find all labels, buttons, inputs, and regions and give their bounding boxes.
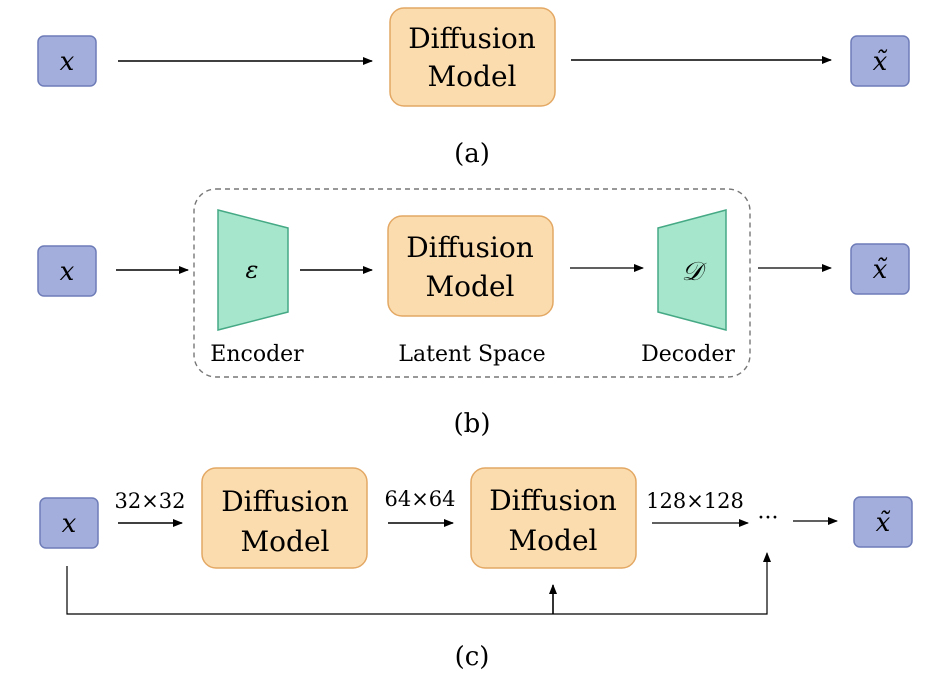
diffusion-model-box (387, 215, 554, 317)
output-x-label: x̃ (873, 47, 888, 77)
model1-label-line1: Diffusion (221, 485, 349, 518)
input-x-label: x (60, 257, 75, 287)
latent-space-label: Latent Space (398, 342, 545, 367)
model-label-line2: Model (426, 270, 515, 303)
decoder-trapezoid (657, 209, 727, 331)
diffusion-model-2-box (470, 467, 637, 569)
panel-a: x Diffusion Model x̃ (a) (37, 7, 910, 169)
conditioning-path-to-next (66, 552, 771, 615)
input-x-box (37, 245, 97, 297)
caption-b: (b) (454, 409, 491, 439)
output-x-box (850, 243, 910, 295)
output-x-box (853, 496, 913, 548)
caption-a: (a) (454, 139, 490, 169)
decoder-label: Decoder (641, 342, 735, 367)
output-x-label: x̃ (876, 508, 891, 538)
encoder-symbol: ε (246, 256, 259, 284)
model2-label-line2: Model (509, 524, 598, 557)
encoder-trapezoid (217, 209, 289, 331)
output-x-box (850, 35, 910, 87)
encoder-label: Encoder (210, 342, 304, 367)
latent-container-dashed (193, 188, 751, 378)
diffusion-model-1-box (201, 467, 368, 569)
input-x-label: x (60, 47, 75, 77)
caption-c: (c) (455, 642, 490, 672)
input-x-box (39, 497, 99, 549)
panel-c: x 32×32 Diffusion Model 64×64 Diffusion … (39, 467, 913, 672)
input-x-box (37, 35, 97, 87)
model-label-line1: Diffusion (406, 231, 534, 264)
resolution-128-label: 128×128 (646, 489, 744, 513)
input-x-label: x (62, 509, 77, 539)
model-label-line1: Diffusion (408, 22, 536, 55)
ellipsis-label: ··· (758, 506, 779, 531)
output-x-label: x̃ (873, 255, 888, 285)
model2-label-line1: Diffusion (489, 484, 617, 517)
resolution-32-label: 32×32 (114, 489, 185, 513)
diffusion-model-box (389, 7, 556, 107)
model-label-line2: Model (428, 60, 517, 93)
model1-label-line2: Model (241, 525, 330, 558)
panel-b: x ε Encoder Diffusion Model Latent Space… (37, 188, 910, 439)
resolution-64-label: 64×64 (384, 487, 455, 511)
